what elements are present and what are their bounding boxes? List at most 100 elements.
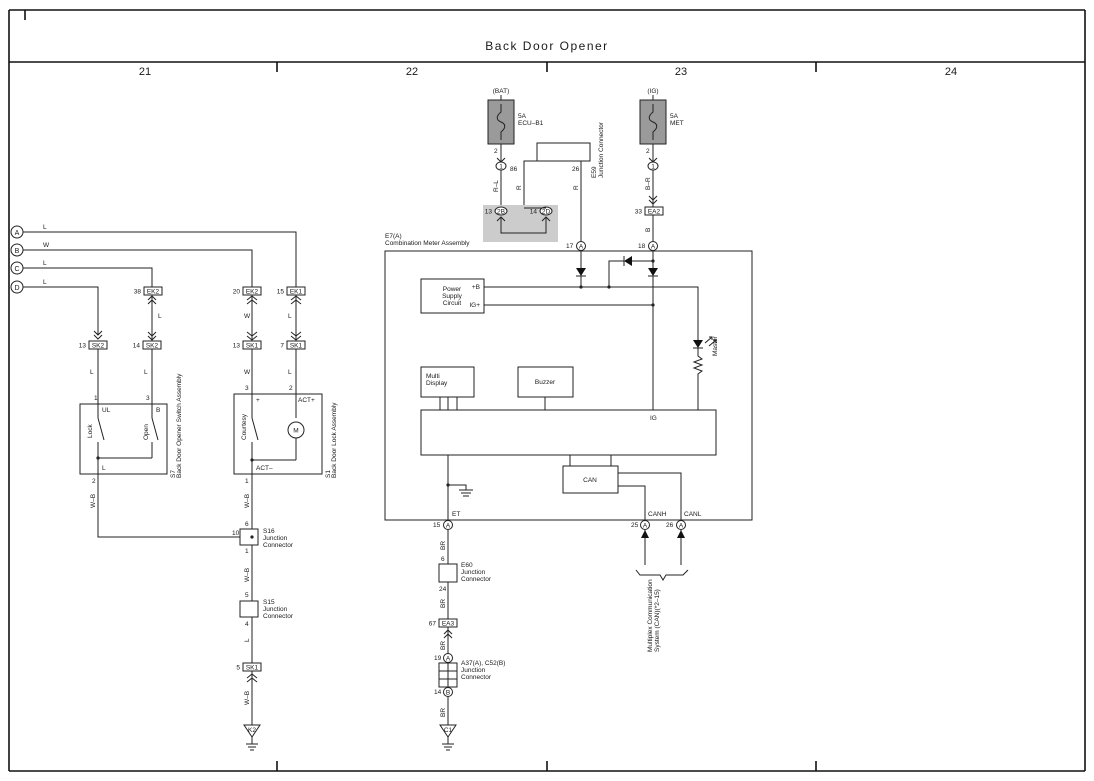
svg-text:67: 67 — [429, 621, 437, 628]
wire-color: W — [43, 242, 50, 249]
svg-text:17: 17 — [566, 243, 574, 250]
svg-text:ET: ET — [452, 511, 460, 518]
svg-text:R–L: R–L — [493, 180, 500, 192]
back-door-opener-switch-assembly — [79, 403, 168, 475]
svg-text:L: L — [288, 313, 292, 320]
svg-text:L: L — [288, 369, 292, 376]
svg-text:Supply: Supply — [442, 293, 463, 300]
svg-text:7: 7 — [280, 343, 284, 350]
connector-c-label: C — [14, 266, 19, 273]
svg-text:2: 2 — [646, 148, 650, 155]
wire-color: L — [43, 260, 47, 267]
svg-text:5A: 5A — [670, 113, 679, 120]
diode-icon — [648, 268, 658, 276]
svg-text:1: 1 — [499, 164, 503, 171]
svg-text:33: 33 — [635, 209, 643, 216]
wire-color: L — [43, 224, 47, 231]
svg-text:B–R: B–R — [645, 177, 652, 190]
connector-a-label: A — [15, 230, 20, 237]
svg-text:5: 5 — [236, 665, 240, 672]
svg-text:SK2: SK2 — [146, 343, 159, 350]
power-supply-circuit — [420, 278, 485, 314]
ig-label: (IG) — [647, 88, 658, 95]
meter-name: Combination Meter Assembly — [385, 240, 470, 247]
svg-text:A: A — [446, 656, 451, 663]
ground-point-k2 — [243, 724, 261, 738]
svg-text:M: M — [293, 428, 298, 435]
svg-text:BR: BR — [440, 641, 447, 650]
svg-text:EA3: EA3 — [442, 621, 455, 628]
svg-text:14: 14 — [530, 209, 538, 216]
svg-text:L: L — [90, 369, 94, 376]
page-title: Back Door Opener — [485, 39, 608, 53]
svg-text:A: A — [446, 523, 451, 530]
svg-text:5: 5 — [245, 592, 249, 599]
svg-text:BR: BR — [440, 599, 447, 608]
svg-text:1: 1 — [245, 478, 249, 485]
svg-text:ACT+: ACT+ — [298, 397, 315, 404]
svg-text:2: 2 — [92, 478, 96, 485]
svg-text:Open: Open — [143, 424, 150, 440]
svg-text:MET: MET — [670, 120, 684, 127]
svg-text:A: A — [651, 244, 656, 251]
svg-text:Connector: Connector — [263, 542, 294, 549]
svg-text:Display: Display — [426, 380, 448, 387]
svg-text:ECU–B1: ECU–B1 — [518, 120, 544, 127]
svg-text:L: L — [244, 638, 251, 642]
junction-connector-e60 — [438, 563, 458, 583]
svg-text:Connector: Connector — [263, 613, 294, 620]
svg-text:W: W — [244, 369, 251, 376]
svg-text:Power: Power — [443, 286, 462, 293]
svg-text:Junction: Junction — [461, 667, 486, 674]
svg-text:R: R — [573, 185, 580, 190]
svg-text:A: A — [679, 523, 684, 530]
can-block — [562, 465, 619, 494]
connector-d-label: D — [14, 285, 19, 292]
svg-text:86: 86 — [510, 166, 518, 173]
svg-text:W–B: W–B — [244, 494, 251, 508]
svg-text:Buzzer: Buzzer — [535, 379, 556, 386]
diode-icon — [624, 256, 632, 266]
svg-text:+B: +B — [472, 284, 480, 291]
svg-text:2D: 2D — [542, 209, 551, 216]
svg-text:IG: IG — [650, 415, 657, 422]
svg-text:EA2: EA2 — [648, 209, 661, 216]
svg-text:B: B — [645, 228, 652, 232]
column-number: 24 — [945, 66, 957, 78]
multi-display — [420, 366, 475, 398]
svg-text:R: R — [516, 185, 523, 190]
svg-text:BR: BR — [440, 708, 447, 717]
back-door-lock-assembly — [233, 393, 323, 475]
svg-text:14: 14 — [133, 343, 141, 350]
svg-text:25: 25 — [631, 522, 639, 529]
master-led-icon — [693, 340, 703, 348]
svg-text:CANL: CANL — [684, 511, 702, 518]
left-circuit: A B C D L W L L EK2 38 EK2 20 EK1 15 — [10, 224, 338, 751]
svg-text:Courtesy: Courtesy — [241, 413, 248, 440]
diode-icon — [576, 268, 586, 276]
meter-cpu-block — [420, 409, 717, 456]
svg-text:S16: S16 — [263, 528, 275, 535]
bat-label: (BAT) — [493, 88, 510, 95]
svg-text:2: 2 — [289, 385, 293, 392]
svg-text:Connector: Connector — [461, 576, 492, 583]
svg-text:15: 15 — [433, 522, 441, 529]
svg-text:3: 3 — [146, 395, 150, 402]
svg-text:13: 13 — [233, 343, 241, 350]
svg-text:Junction: Junction — [263, 535, 288, 542]
column-number: 21 — [139, 66, 151, 78]
svg-text:SK1: SK1 — [290, 343, 303, 350]
svg-text:W: W — [244, 313, 251, 320]
svg-text:CAN: CAN — [583, 477, 597, 484]
svg-text:EK1: EK1 — [290, 289, 303, 296]
junction-connector-e59 — [536, 142, 591, 162]
svg-text:19: 19 — [434, 655, 442, 662]
svg-text:4: 4 — [245, 621, 249, 628]
svg-text:W–B: W–B — [244, 568, 251, 582]
lock-assembly-name: Back Door Lock Assembly — [331, 402, 338, 478]
svg-text:1: 1 — [94, 395, 98, 402]
svg-text:3: 3 — [245, 385, 249, 392]
column-number: 22 — [406, 66, 418, 78]
column-number: 23 — [675, 66, 687, 78]
